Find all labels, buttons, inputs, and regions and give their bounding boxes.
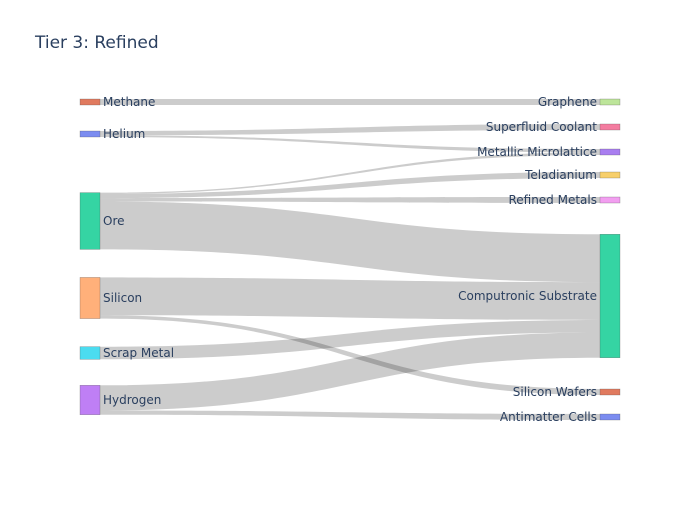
node-scrap-metal[interactable] bbox=[79, 346, 101, 360]
label-graphene: Graphene bbox=[538, 95, 597, 109]
label-computronic-substrate: Computronic Substrate bbox=[458, 289, 597, 303]
node-silicon-wafers[interactable] bbox=[599, 388, 621, 396]
node-teladianium[interactable] bbox=[599, 171, 621, 179]
link-ore-to-refined-metals[interactable] bbox=[100, 197, 600, 203]
node-superfluid-coolant[interactable] bbox=[599, 123, 621, 131]
node-metallic-microlattice[interactable] bbox=[599, 148, 621, 156]
label-silicon: Silicon bbox=[103, 291, 142, 305]
link-silicon-to-silicon-wafers[interactable] bbox=[100, 315, 600, 395]
link-helium-to-superfluid-coolant[interactable] bbox=[100, 124, 600, 136]
node-hydrogen[interactable] bbox=[79, 385, 101, 415]
node-methane[interactable] bbox=[79, 98, 101, 106]
links-layer bbox=[100, 99, 600, 420]
label-hydrogen: Hydrogen bbox=[103, 393, 161, 407]
node-computronic-substrate[interactable] bbox=[599, 234, 621, 358]
node-refined-metals[interactable] bbox=[599, 196, 621, 204]
label-metallic-microlattice: Metallic Microlattice bbox=[477, 145, 597, 159]
link-ore-to-computronic-substrate[interactable] bbox=[100, 201, 600, 283]
label-teladianium: Teladianium bbox=[524, 168, 597, 182]
label-helium: Helium bbox=[103, 127, 145, 141]
link-scrap-metal-to-computronic-substrate[interactable] bbox=[100, 319, 600, 360]
link-ore-to-metallic-microlattice[interactable] bbox=[100, 152, 600, 194]
label-methane: Methane bbox=[103, 95, 155, 109]
nodes-layer bbox=[79, 98, 621, 421]
node-graphene[interactable] bbox=[599, 98, 621, 106]
link-hydrogen-to-antimatter-cells[interactable] bbox=[100, 410, 600, 421]
label-ore: Ore bbox=[103, 214, 125, 228]
label-antimatter-cells: Antimatter Cells bbox=[500, 410, 597, 424]
node-silicon[interactable] bbox=[79, 277, 101, 319]
chart-title: Tier 3: Refined bbox=[35, 33, 159, 53]
link-hydrogen-to-computronic-substrate[interactable] bbox=[100, 332, 600, 411]
link-ore-to-teladianium[interactable] bbox=[100, 172, 600, 199]
label-scrap-metal: Scrap Metal bbox=[103, 346, 174, 360]
link-silicon-to-computronic-substrate[interactable] bbox=[100, 277, 600, 320]
link-helium-to-metallic-microlattice[interactable] bbox=[100, 135, 600, 153]
label-refined-metals: Refined Metals bbox=[508, 193, 597, 207]
node-antimatter-cells[interactable] bbox=[599, 413, 621, 421]
link-methane-to-graphene[interactable] bbox=[100, 99, 600, 105]
label-superfluid-coolant: Superfluid Coolant bbox=[486, 120, 597, 134]
label-silicon-wafers: Silicon Wafers bbox=[513, 385, 597, 399]
node-ore[interactable] bbox=[79, 192, 101, 250]
node-helium[interactable] bbox=[79, 130, 101, 138]
